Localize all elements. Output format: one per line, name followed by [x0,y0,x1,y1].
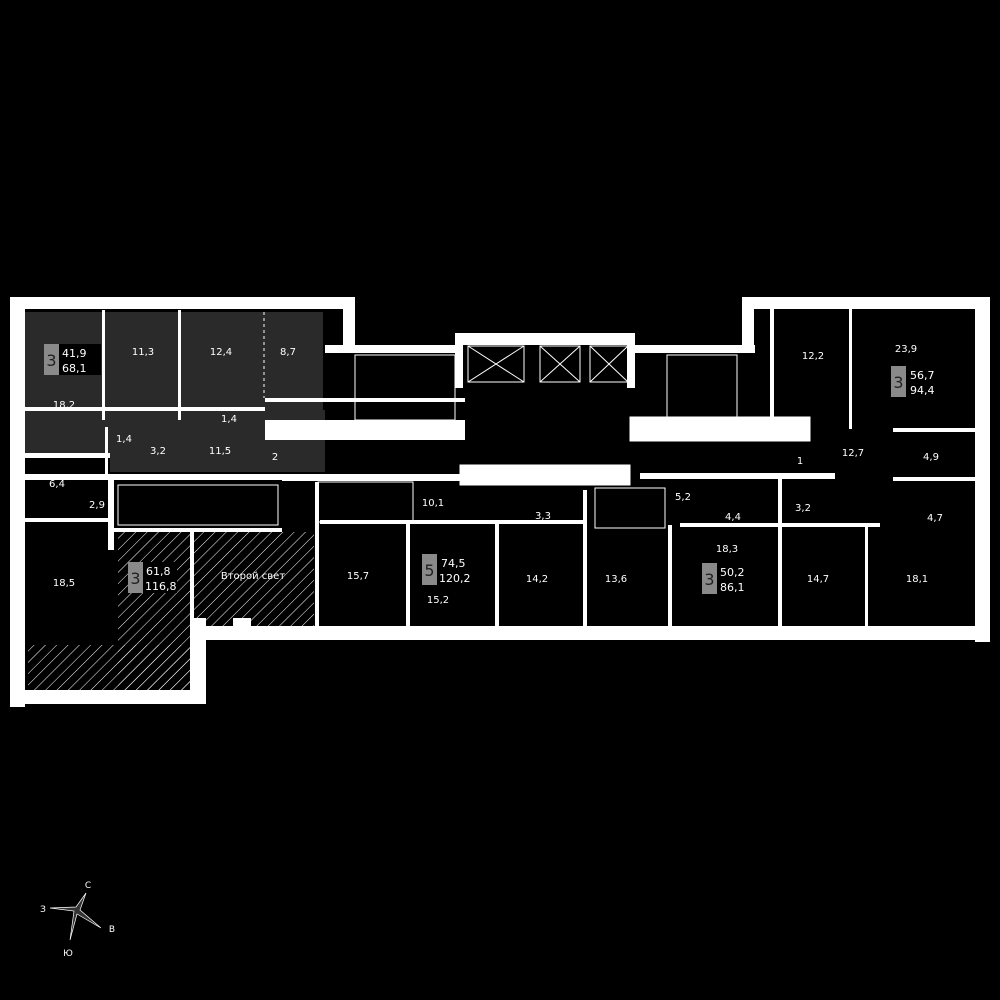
badge-total-area: 116,8 [145,580,177,593]
badge-rooms: 5 [424,561,434,580]
room-area: 4,9 [923,452,939,463]
hatched-terrace [28,645,192,693]
compass-south: Ю [63,949,73,959]
compass-east: В [109,925,115,935]
room-area: 1 [797,456,803,467]
apartment-badge[interactable]: 5 74,5 120,2 [422,554,471,585]
room-area: 5,2 [675,492,691,503]
room-area: 18,1 [906,574,928,585]
room-area: 11,3 [132,347,154,358]
room-area: 2,9 [89,500,105,511]
room-area: 1,4 [221,414,237,425]
room-area: 23,9 [895,344,917,355]
compass-star-icon [49,892,102,941]
room-labels: 11,3 12,4 8,7 18,2 1,4 1,4 3,2 11,5 2 6,… [49,344,943,606]
room-area: 14,7 [807,574,829,585]
room-area: 14,2 [526,574,548,585]
badge-living-area: 56,7 [910,369,935,382]
apartment-badge[interactable]: 3 50,2 86,1 [702,563,751,594]
room-area: 18,5 [53,578,75,589]
room-area: 12,7 [842,448,864,459]
room-area: 3,2 [795,503,811,514]
badge-total-area: 68,1 [62,362,87,375]
badge-total-area: 94,4 [910,384,935,397]
room-area: 2 [272,452,278,463]
room-area: 4,4 [725,512,741,523]
room-area: 18,3 [716,544,738,555]
badge-rooms: 3 [130,569,140,588]
apartment-badge[interactable]: 3 56,7 94,4 [891,366,940,397]
room-area: 18,2 [53,400,75,411]
room-area: 3,2 [150,446,166,457]
room-area: 3,3 [535,511,551,522]
badge-living-area: 61,8 [146,565,171,578]
badge-rooms: 3 [704,570,714,589]
room-area: 15,2 [427,595,449,606]
walls [10,297,990,707]
room-area: 10,1 [422,498,444,509]
room-label-second-light: Второй свет [221,571,285,582]
compass: С З В Ю [40,881,115,959]
apartment-badge[interactable]: 3 41,9 68,1 [44,344,101,375]
badge-living-area: 41,9 [62,347,87,360]
badge-rooms: 3 [893,373,903,392]
room-area: 11,5 [209,446,231,457]
badge-total-area: 86,1 [720,581,745,594]
selected-apartment-area-lower [110,410,325,472]
room-area: 6,4 [49,479,65,490]
compass-north: С [85,881,91,891]
badge-living-area: 74,5 [441,557,466,570]
room-area: 15,7 [347,571,369,582]
room-area: 1,4 [116,434,132,445]
badge-rooms: 3 [46,351,56,370]
compass-west: З [40,905,46,915]
room-area: 12,4 [210,347,232,358]
badge-living-area: 50,2 [720,566,745,579]
badge-total-area: 120,2 [439,572,471,585]
room-area: 12,2 [802,351,824,362]
room-area: 13,6 [605,574,627,585]
room-area: 8,7 [280,347,296,358]
room-area: 4,7 [927,513,943,524]
second-light-area [194,532,314,630]
apartment-badge[interactable]: 3 61,8 116,8 [128,562,177,593]
